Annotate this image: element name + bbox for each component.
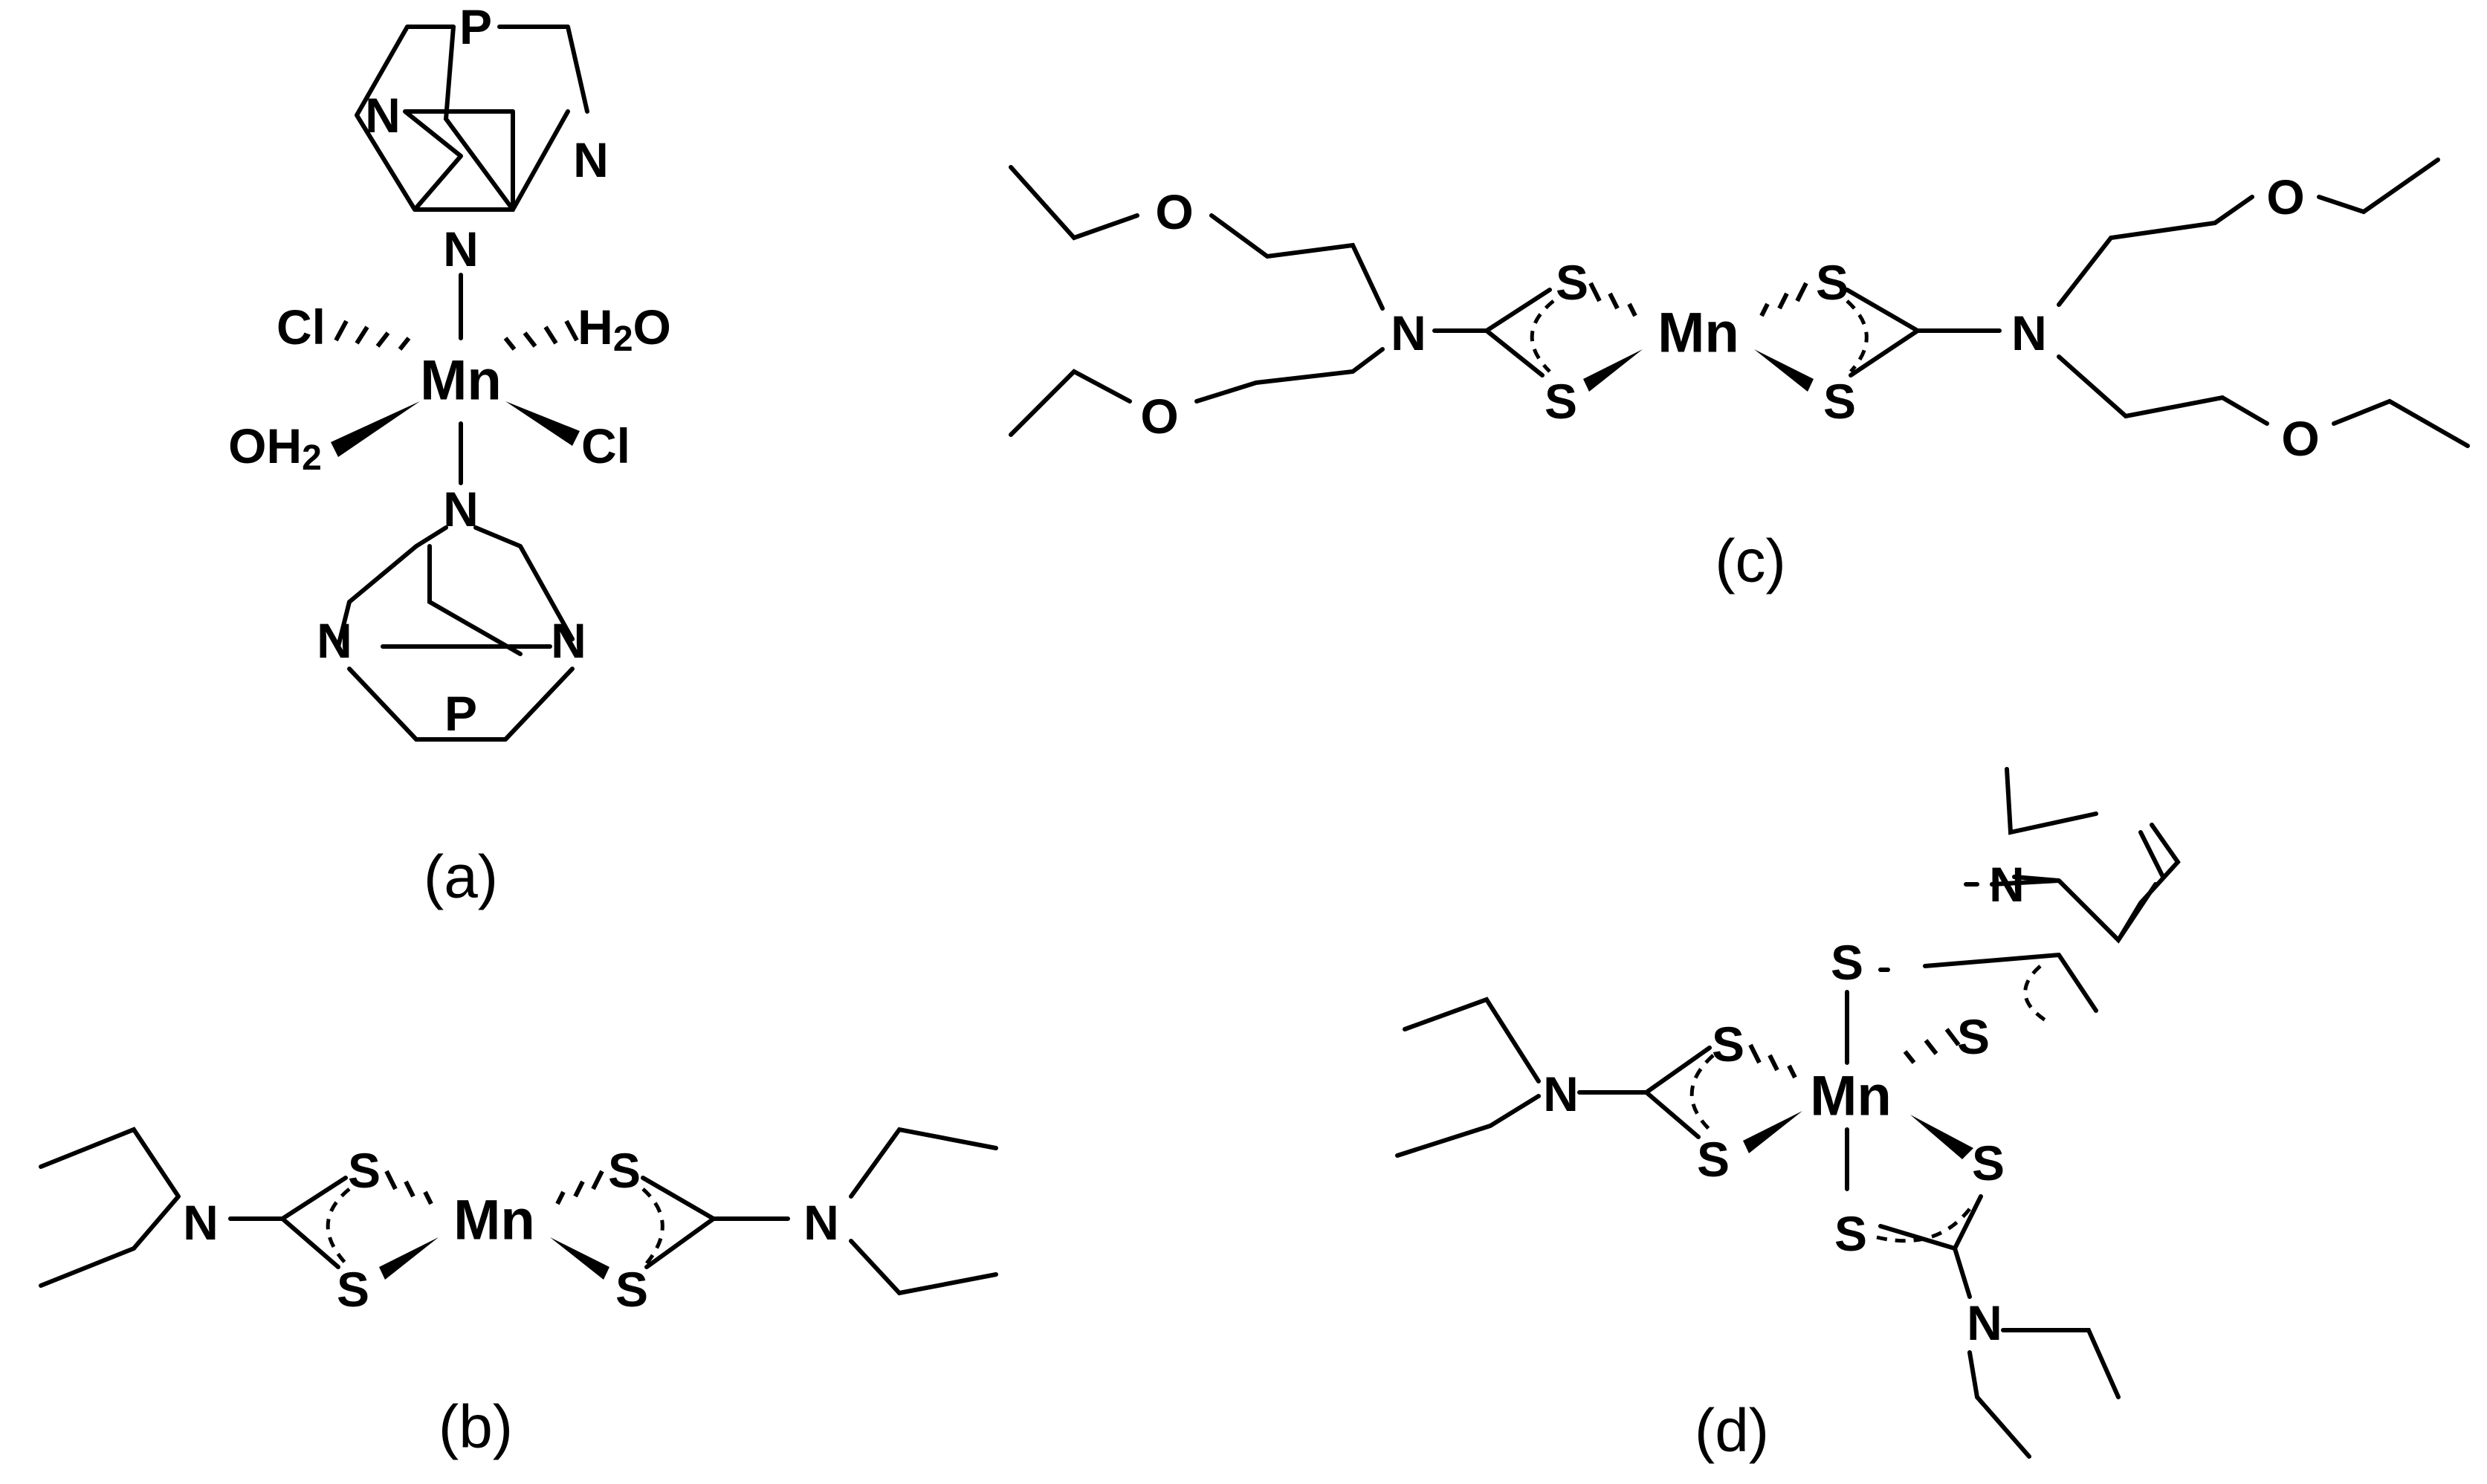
hashed-bond-d-top-right [1903, 1028, 1961, 1064]
atom-s-b-right-bottom: S [615, 1262, 648, 1317]
hashed-bond-cl-left [334, 320, 411, 351]
panel-c-structure: O O N S S Mn S S N O O [1009, 158, 2470, 466]
wedge-bond-cl-right [505, 401, 580, 446]
panel-label-c: (c) [1715, 528, 1786, 595]
hashed-bond-b-left [384, 1170, 433, 1205]
atom-s-c-right-top: S [1816, 255, 1849, 310]
atom-oh2: OH2 [228, 418, 322, 478]
hashed-bond-c-left [1588, 282, 1637, 317]
atom-n-d-left: N [1543, 1066, 1579, 1121]
hashed-bond-h2o [503, 320, 579, 351]
panel-d-structure: N S S N S S Mn S S N [1395, 767, 2181, 1459]
atom-o-c-right-top: O [2266, 169, 2304, 224]
atom-p-top: P [459, 0, 492, 54]
panel-b-structure: N S S Mn S S N [39, 1127, 998, 1317]
atom-s-d-top-left: S [1831, 935, 1863, 990]
atom-n-c-right: N [2011, 305, 2047, 360]
atom-n-d-bottom: N [1967, 1295, 2002, 1350]
hashed-bond-b-right [555, 1170, 604, 1205]
wedge-bond-b-left [379, 1237, 439, 1280]
atom-o-c-right-bottom: O [2281, 411, 2319, 466]
atom-mn-b: Mn [453, 1189, 535, 1252]
atom-mn-d: Mn [1810, 1065, 1892, 1128]
atom-n-top-left: N [365, 88, 401, 143]
wedge-bond-oh2 [331, 401, 420, 457]
atom-s-c-left-bottom: S [1545, 374, 1577, 429]
hashed-bond-c-right [1759, 282, 1808, 317]
atom-mn-c: Mn [1658, 302, 1739, 365]
atom-h2o: H2O [578, 299, 671, 359]
wedge-bond-b-right [550, 1237, 609, 1280]
atom-cl-right: Cl [581, 418, 630, 473]
atom-s-c-right-bottom: S [1823, 374, 1856, 429]
atom-s-b-left-top: S [348, 1143, 381, 1198]
atom-mn-a: Mn [420, 349, 502, 412]
panel-label-a: (a) [424, 843, 498, 911]
atom-s-d-bot-left: S [1834, 1206, 1867, 1261]
atom-p-bottom: P [444, 686, 477, 741]
atom-o-c-left-bottom: O [1140, 389, 1178, 444]
wedge-bond-d-left [1743, 1111, 1802, 1153]
atom-n-bot-left: N [317, 613, 352, 668]
panel-a-structure: P N N N Cl H2O Mn OH2 Cl N N N P [228, 0, 671, 742]
atom-s-d-bot-right: S [1972, 1135, 2005, 1190]
atom-cl-left: Cl [276, 299, 326, 354]
hashed-bond-d-left [1748, 1043, 1797, 1079]
atom-s-d-left-top: S [1712, 1017, 1744, 1072]
atom-s-b-right-top: S [608, 1143, 641, 1198]
atom-n-bot-top: N [443, 482, 479, 537]
atom-n-d-top: N [1989, 857, 2025, 912]
panel-label-d: (d) [1695, 1397, 1769, 1465]
atom-s-b-left-bottom: S [337, 1262, 369, 1317]
atom-n-c-left: N [1391, 305, 1426, 360]
atom-n-bot-right: N [551, 613, 586, 668]
atom-o-c-left-top: O [1155, 184, 1193, 239]
wedge-bond-c-left [1583, 349, 1643, 392]
atom-n-b-right: N [803, 1195, 839, 1250]
wedge-bond-c-right [1754, 349, 1814, 392]
panel-label-b: (b) [439, 1393, 513, 1461]
atom-n-b-left: N [183, 1195, 219, 1250]
atom-s-d-top-right: S [1957, 1009, 1990, 1064]
atom-n-top-bottom: N [443, 221, 479, 276]
atom-s-d-left-bottom: S [1697, 1132, 1730, 1187]
atom-n-top-right: N [573, 132, 609, 187]
atom-s-c-left-top: S [1556, 255, 1588, 310]
wedge-bond-d-bot-right [1910, 1115, 1973, 1159]
